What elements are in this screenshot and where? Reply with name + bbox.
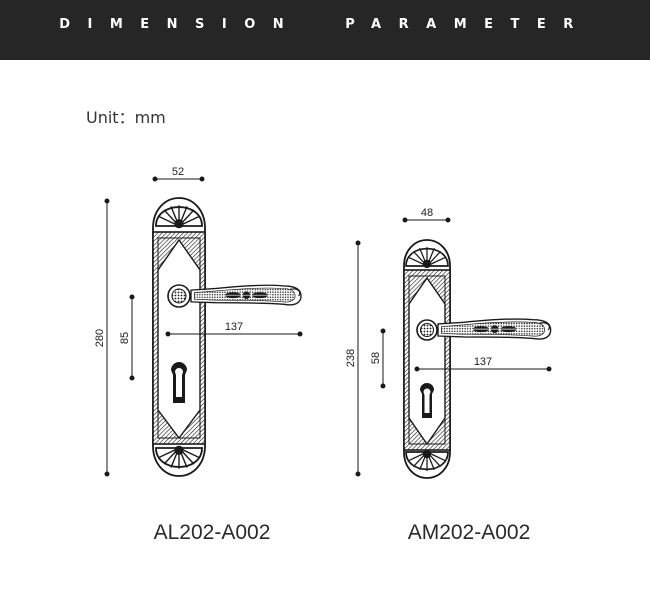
header-title: DIMENSION PARAMETER — [59, 17, 591, 32]
dim-center-am202: 58 — [370, 352, 382, 364]
dim-handle-al202: 137 — [225, 321, 243, 333]
unit-label: Unit：mm — [86, 108, 166, 127]
lock-drawing-al202 — [152, 197, 302, 477]
model-label-al202: AL202-A002 — [153, 521, 271, 544]
dim-width-al202: 52 — [172, 166, 184, 178]
dim-handle-am202: 137 — [474, 356, 492, 368]
model-label-am202: AM202-A002 — [407, 521, 531, 544]
dim-width-am202: 48 — [421, 207, 433, 219]
header-bar: DIMENSION PARAMETER — [0, 0, 650, 60]
dimension-lines-al202 — [104, 176, 303, 477]
lock-drawing-am202 — [403, 239, 552, 479]
dimension-lines-am202 — [355, 217, 552, 477]
dim-height-am202: 238 — [345, 349, 357, 367]
dim-center-al202: 85 — [119, 332, 131, 344]
dim-height-al202: 280 — [94, 329, 106, 347]
